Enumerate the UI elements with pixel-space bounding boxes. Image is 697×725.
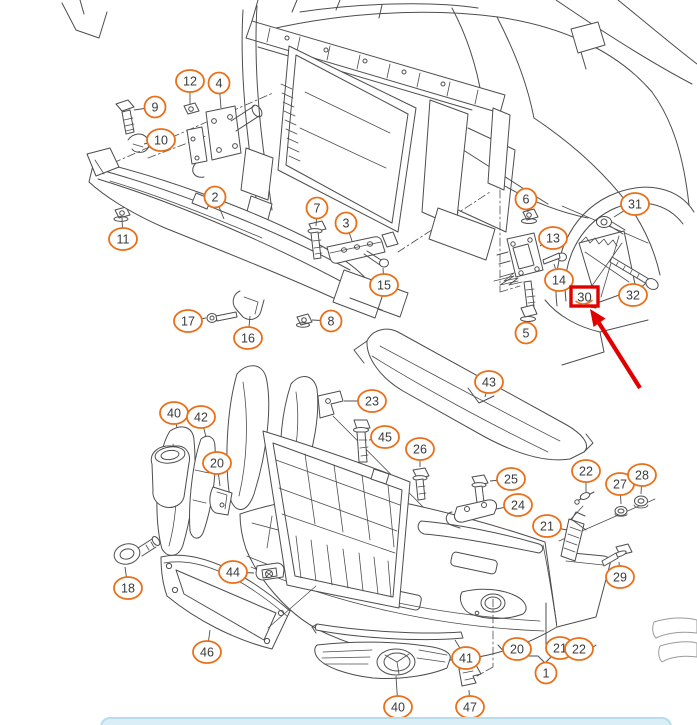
callout-7[interactable]: 7 (305, 196, 329, 220)
svg-text:4: 4 (216, 76, 223, 90)
svg-text:13: 13 (546, 231, 560, 245)
callout-1[interactable]: 1 (534, 661, 558, 685)
svg-text:41: 41 (459, 651, 473, 665)
svg-text:20: 20 (510, 642, 524, 656)
callout-30-ring-remnant (575, 299, 594, 305)
callout-20[interactable]: 20 (202, 451, 232, 475)
callout-15[interactable]: 15 (369, 273, 399, 297)
callout-23[interactable]: 23 (357, 389, 387, 413)
svg-text:32: 32 (626, 288, 640, 302)
callout-43[interactable]: 43 (474, 370, 504, 394)
svg-text:2: 2 (212, 190, 219, 204)
svg-text:22: 22 (572, 642, 586, 656)
svg-text:44: 44 (226, 565, 240, 579)
callout-27[interactable]: 27 (605, 472, 635, 496)
svg-text:28: 28 (635, 468, 649, 482)
callout-20-2[interactable]: 20 (502, 637, 532, 661)
svg-text:21: 21 (540, 519, 554, 533)
callout-45[interactable]: 45 (370, 425, 400, 449)
callout-3[interactable]: 3 (334, 211, 358, 235)
callout-21[interactable]: 21 (532, 514, 562, 538)
svg-text:3: 3 (343, 216, 350, 230)
callout-13[interactable]: 13 (538, 226, 568, 250)
highlight-arrow (597, 321, 642, 390)
svg-text:12: 12 (183, 74, 197, 88)
callout-5[interactable]: 5 (514, 321, 538, 345)
callout-12[interactable]: 12 (175, 69, 205, 93)
svg-text:11: 11 (117, 232, 130, 246)
svg-text:47: 47 (463, 700, 477, 714)
callout-28[interactable]: 28 (627, 463, 657, 487)
callout-40[interactable]: 40 (159, 401, 189, 425)
svg-text:15: 15 (377, 278, 391, 292)
svg-text:43: 43 (482, 375, 496, 389)
svg-text:27: 27 (613, 477, 627, 491)
callout-4[interactable]: 4 (207, 71, 231, 95)
callout-40-2[interactable]: 40 (383, 695, 413, 719)
callout-41[interactable]: 41 (451, 646, 481, 670)
info-bar (100, 717, 672, 725)
svg-text:24: 24 (511, 498, 525, 512)
callout-24[interactable]: 24 (503, 493, 533, 517)
svg-text:21: 21 (553, 641, 567, 655)
svg-text:8: 8 (328, 314, 335, 328)
svg-text:20: 20 (210, 456, 224, 470)
svg-text:40: 40 (391, 700, 405, 714)
callout-10[interactable]: 10 (146, 128, 176, 152)
svg-text:40: 40 (167, 406, 181, 420)
svg-text:29: 29 (613, 570, 627, 584)
svg-text:25: 25 (504, 472, 518, 486)
callout-47[interactable]: 47 (455, 695, 485, 719)
highlighted-part-number: 30 (577, 290, 591, 305)
callout-18[interactable]: 18 (113, 576, 143, 600)
svg-text:22: 22 (579, 464, 593, 478)
callout-22-2[interactable]: 22 (564, 637, 594, 661)
callout-26[interactable]: 26 (405, 437, 435, 461)
callout-32[interactable]: 32 (618, 283, 648, 307)
svg-text:17: 17 (181, 314, 195, 328)
svg-text:23: 23 (365, 394, 379, 408)
svg-text:6: 6 (523, 192, 530, 206)
highlight-marker: 30 (569, 285, 642, 390)
callout-11[interactable]: 11 (108, 227, 138, 251)
svg-text:14: 14 (552, 273, 566, 287)
callout-9[interactable]: 9 (143, 95, 167, 119)
svg-text:42: 42 (194, 410, 208, 424)
svg-text:7: 7 (314, 201, 321, 215)
callout-14[interactable]: 14 (544, 268, 574, 292)
callout-8[interactable]: 8 (319, 309, 343, 333)
callout-16[interactable]: 16 (233, 326, 263, 350)
svg-text:45: 45 (378, 430, 392, 444)
svg-text:26: 26 (413, 442, 427, 456)
svg-text:5: 5 (523, 326, 530, 340)
callout-42[interactable]: 42 (186, 405, 216, 429)
callout-2[interactable]: 2 (203, 185, 227, 209)
callout-17[interactable]: 17 (173, 309, 203, 333)
callout-46[interactable]: 46 (192, 640, 222, 664)
highlight-arrowhead (590, 309, 606, 327)
parts-line-art (61, 0, 697, 687)
svg-text:31: 31 (628, 197, 642, 211)
callout-29[interactable]: 29 (605, 565, 635, 589)
svg-text:16: 16 (241, 331, 255, 345)
callout-44[interactable]: 44 (218, 560, 248, 584)
svg-text:46: 46 (200, 645, 214, 659)
callout-31[interactable]: 31 (620, 192, 650, 216)
callout-22[interactable]: 22 (571, 459, 601, 483)
svg-text:1: 1 (543, 666, 550, 680)
callout-25[interactable]: 25 (496, 467, 526, 491)
svg-text:9: 9 (152, 100, 159, 114)
svg-text:18: 18 (121, 581, 135, 595)
svg-text:10: 10 (154, 133, 168, 147)
callout-6[interactable]: 6 (514, 187, 538, 211)
